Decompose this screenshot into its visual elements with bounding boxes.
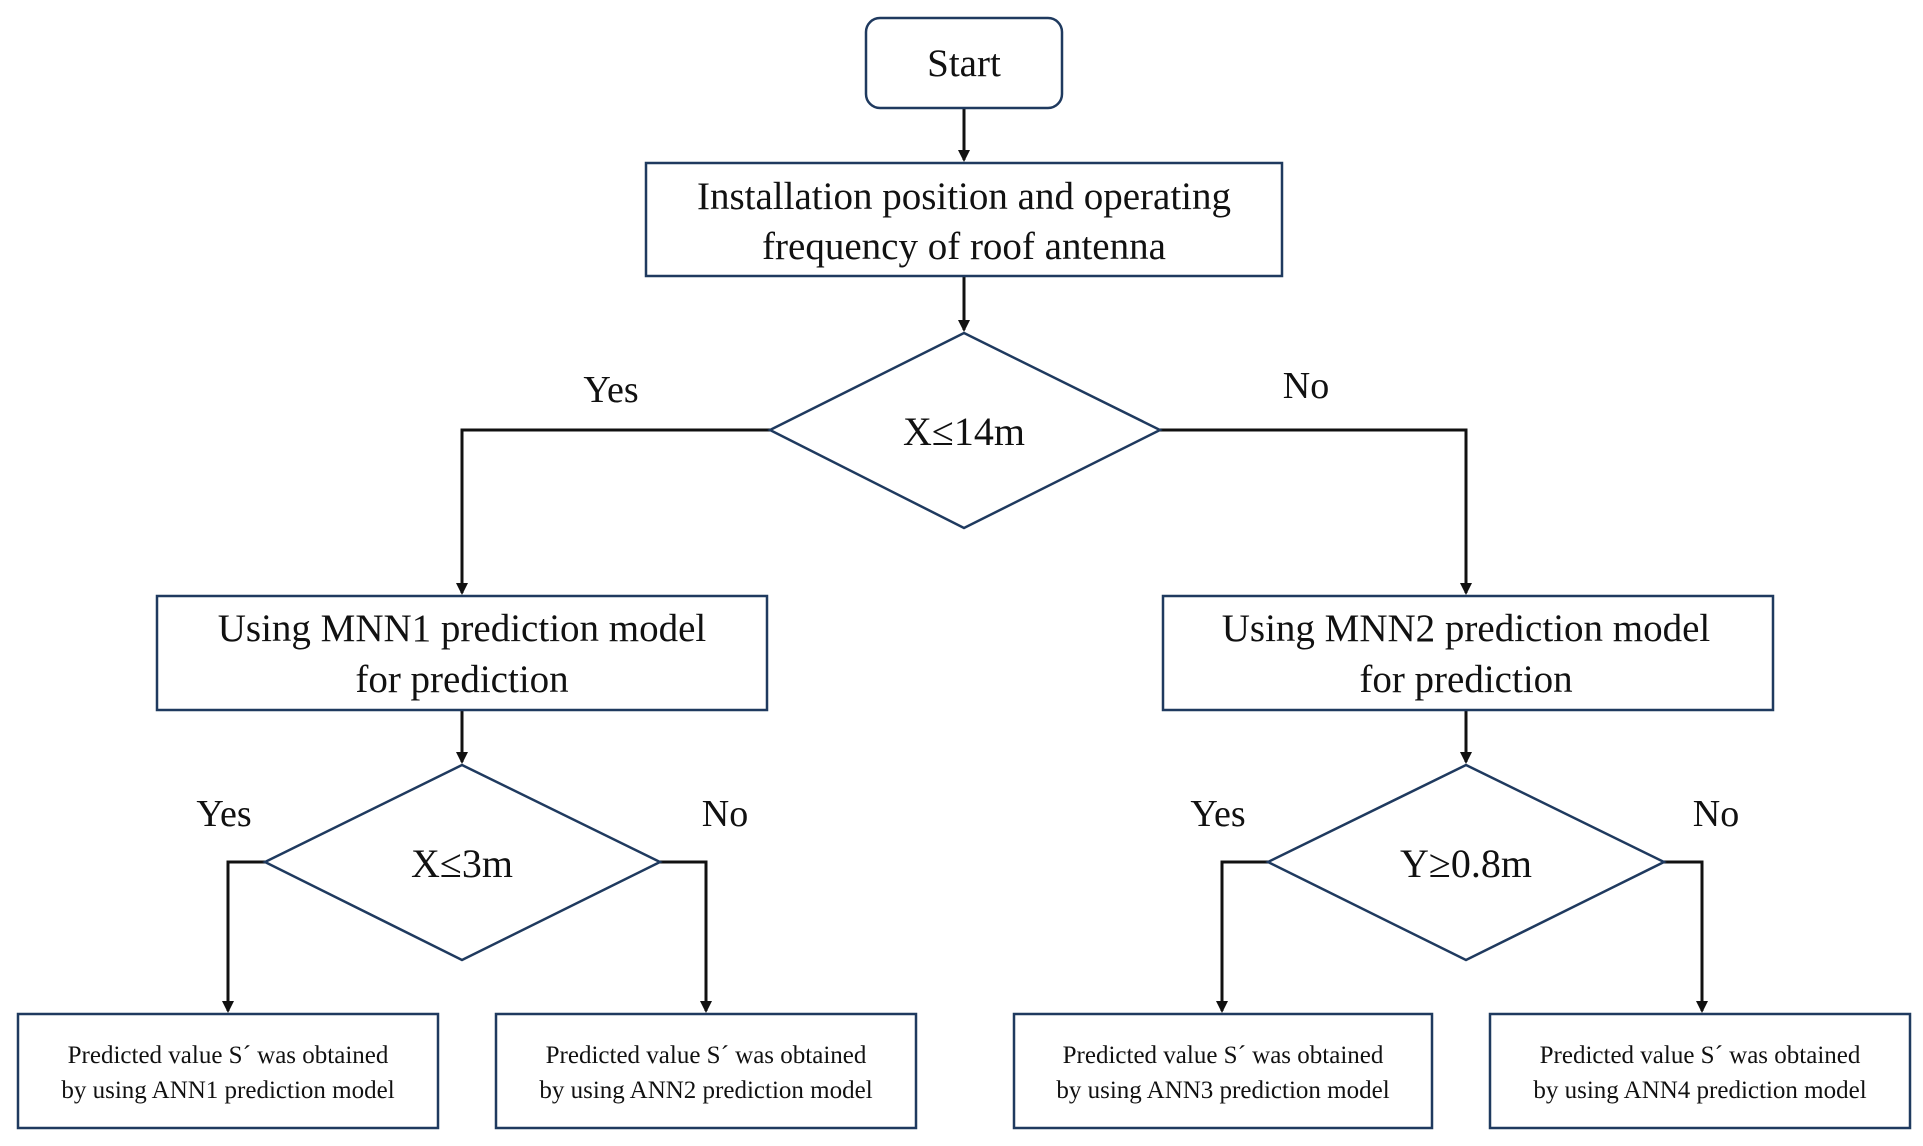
start-label: Start — [927, 42, 1001, 85]
decision-right-no-label: No — [1693, 793, 1739, 835]
mnn2-line-1: Using MNN2 prediction model — [1222, 607, 1711, 650]
decision-right-label: Y≥0.8m — [1400, 841, 1532, 886]
ann1-line-2: by using ANN1 prediction model — [61, 1077, 394, 1104]
input-line-2: frequency of roof antenna — [762, 225, 1166, 268]
connectors — [222, 108, 1708, 1013]
arrow-yes-to-mnn1 — [456, 428, 770, 595]
input-line-1: Installation position and operating — [697, 175, 1231, 218]
mnn1-box: Using MNN1 prediction model for predicti… — [155, 594, 769, 712]
decision-left-no-label: No — [702, 793, 748, 835]
ann3-line-2: by using ANN3 prediction model — [1056, 1077, 1389, 1104]
mnn1-line-2: for prediction — [355, 658, 568, 701]
decision-main-yes-label: Yes — [583, 369, 638, 411]
ann1-line-1: Predicted value S´ was obtained — [68, 1042, 389, 1069]
ann4-line-2: by using ANN4 prediction model — [1533, 1077, 1866, 1104]
arrow-left-no-to-ann2 — [660, 860, 712, 1013]
decision-left-yes-label: Yes — [196, 793, 251, 835]
ann2-box: Predicted value S´ was obtained by using… — [494, 1012, 918, 1130]
decision-main-no-label: No — [1283, 365, 1329, 407]
ann4-line-1: Predicted value S´ was obtained — [1540, 1042, 1861, 1069]
ann4-box: Predicted value S´ was obtained by using… — [1488, 1012, 1912, 1130]
decision-left: X≤3m — [262, 763, 663, 962]
ann1-box: Predicted value S´ was obtained by using… — [16, 1012, 440, 1130]
input-box: Installation position and operating freq… — [644, 161, 1284, 278]
mnn2-line-2: for prediction — [1359, 658, 1572, 701]
decision-left-label: X≤3m — [411, 841, 513, 886]
decision-main: X≤14m — [767, 331, 1163, 530]
ann2-line-1: Predicted value S´ was obtained — [546, 1042, 867, 1069]
arrow-left-yes-to-ann1 — [222, 860, 265, 1013]
arrow-no-to-mnn2 — [1160, 428, 1472, 595]
start-node: Start — [864, 16, 1064, 110]
arrow-right-yes-to-ann3 — [1216, 860, 1268, 1013]
ann2-line-2: by using ANN2 prediction model — [539, 1077, 872, 1104]
ann3-line-1: Predicted value S´ was obtained — [1063, 1042, 1384, 1069]
ann3-box: Predicted value S´ was obtained by using… — [1012, 1012, 1434, 1130]
mnn2-box: Using MNN2 prediction model for predicti… — [1161, 594, 1775, 712]
decision-main-label: X≤14m — [903, 409, 1025, 454]
decision-right: Y≥0.8m — [1265, 763, 1667, 962]
mnn1-line-1: Using MNN1 prediction model — [218, 607, 707, 650]
decision-right-yes-label: Yes — [1190, 793, 1245, 835]
arrow-right-no-to-ann4 — [1664, 860, 1708, 1013]
